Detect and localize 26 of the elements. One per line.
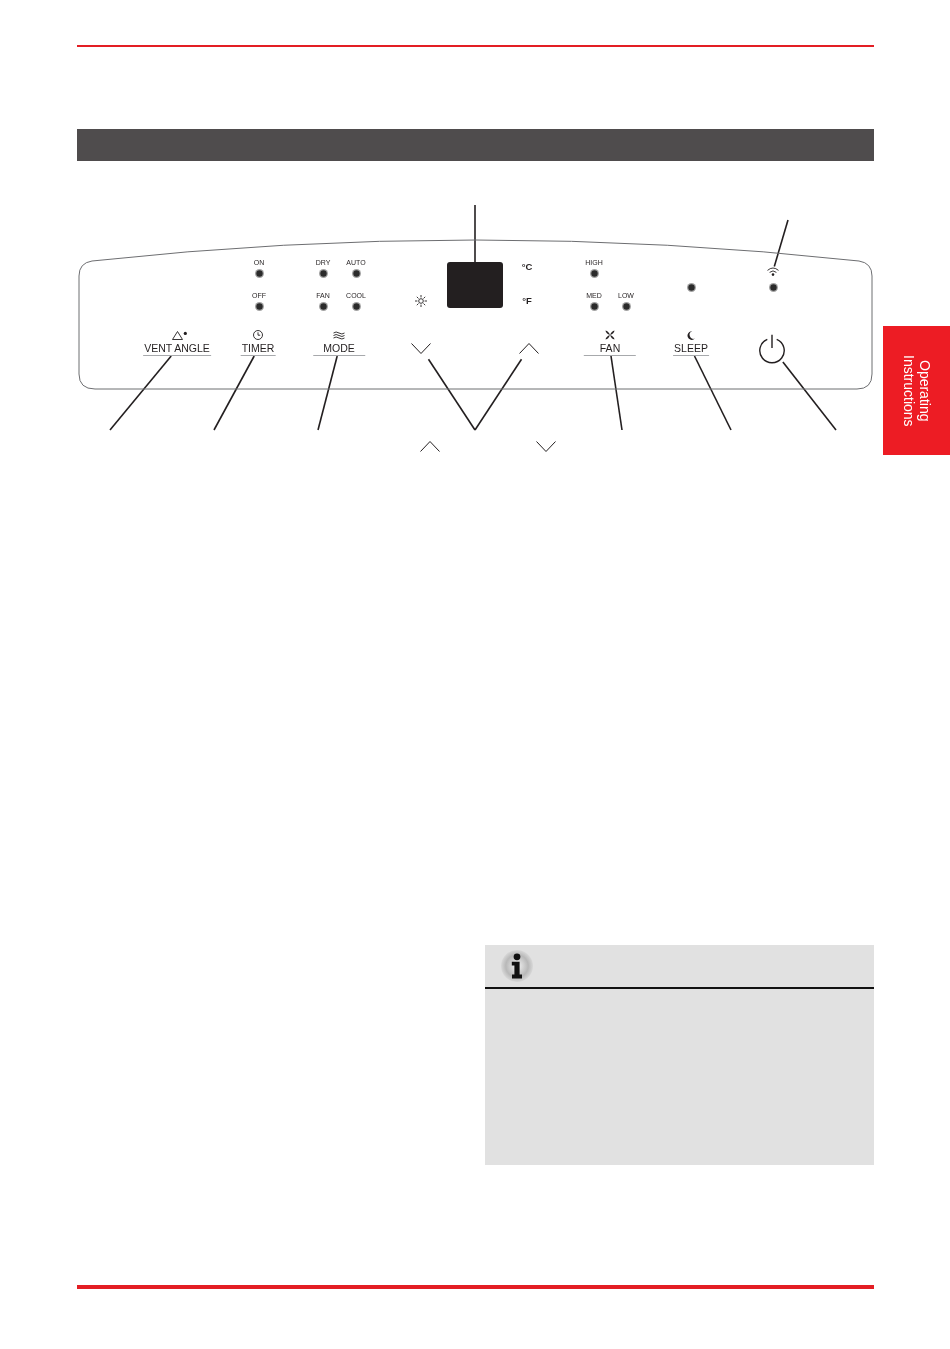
button-label: VENT ANGLE <box>143 342 211 356</box>
power-icon <box>758 334 786 362</box>
leader-line <box>782 361 837 431</box>
leader-line <box>109 355 172 431</box>
chevron-down-icon <box>411 342 431 354</box>
button-label: FAN <box>583 342 637 356</box>
unit-label: °F <box>522 296 532 306</box>
tab-label: Operating Instructions <box>900 353 933 429</box>
leader-line <box>474 358 523 431</box>
leader-line <box>474 204 476 263</box>
button-label: SLEEP <box>673 342 709 356</box>
leader-line <box>213 355 255 431</box>
leader-line <box>427 358 476 431</box>
section-tab <box>883 326 950 455</box>
control-panel <box>78 236 873 390</box>
leader-line <box>693 355 732 431</box>
unit-label: °C <box>521 262 533 272</box>
button-label: TIMER <box>240 342 276 356</box>
display-screen <box>447 262 503 308</box>
wifi-icon <box>767 266 779 276</box>
title-band <box>77 129 874 161</box>
leader-line <box>610 355 623 431</box>
leader-line <box>773 219 789 268</box>
leader-line <box>317 355 338 431</box>
chevron-up-icon <box>519 342 539 354</box>
button-label: MODE <box>313 342 365 356</box>
